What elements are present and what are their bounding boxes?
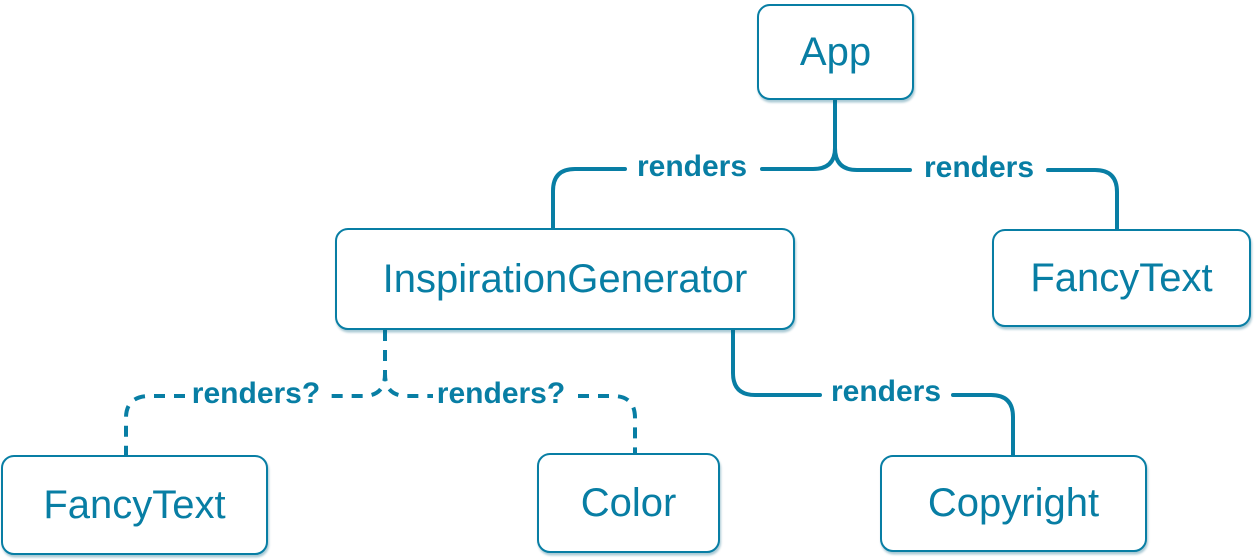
edge-label-inspiration-generator-copyright: renders: [830, 375, 942, 408]
node-fancy-text-top-label: FancyText: [1030, 255, 1213, 300]
node-fancy-text-bottom-label: FancyText: [43, 482, 226, 527]
node-app: App: [757, 4, 914, 100]
node-color: Color: [537, 453, 720, 553]
edge-label-app-fancy-text: renders: [923, 151, 1035, 184]
node-fancy-text-bottom: FancyText: [1, 455, 268, 555]
edge-label-inspiration-generator-color: renders?: [436, 377, 566, 410]
node-color-label: Color: [580, 480, 677, 525]
node-app-label: App: [799, 29, 872, 74]
node-fancy-text-top: FancyText: [992, 229, 1251, 327]
edge-label-inspiration-generator-fancy-text: renders?: [191, 377, 321, 410]
edge-label-app-inspiration-generator: renders: [636, 150, 748, 183]
node-copyright: Copyright: [880, 455, 1147, 552]
edge-inspiration-generator-copyright: [731, 328, 1015, 457]
node-inspiration-generator-label: InspirationGenerator: [382, 256, 748, 301]
edge-inspiration-generator-color: [383, 330, 637, 453]
edge-app-fancy-text: [833, 98, 1119, 231]
node-inspiration-generator: InspirationGenerator: [335, 228, 795, 330]
node-copyright-label: Copyright: [927, 481, 1100, 525]
